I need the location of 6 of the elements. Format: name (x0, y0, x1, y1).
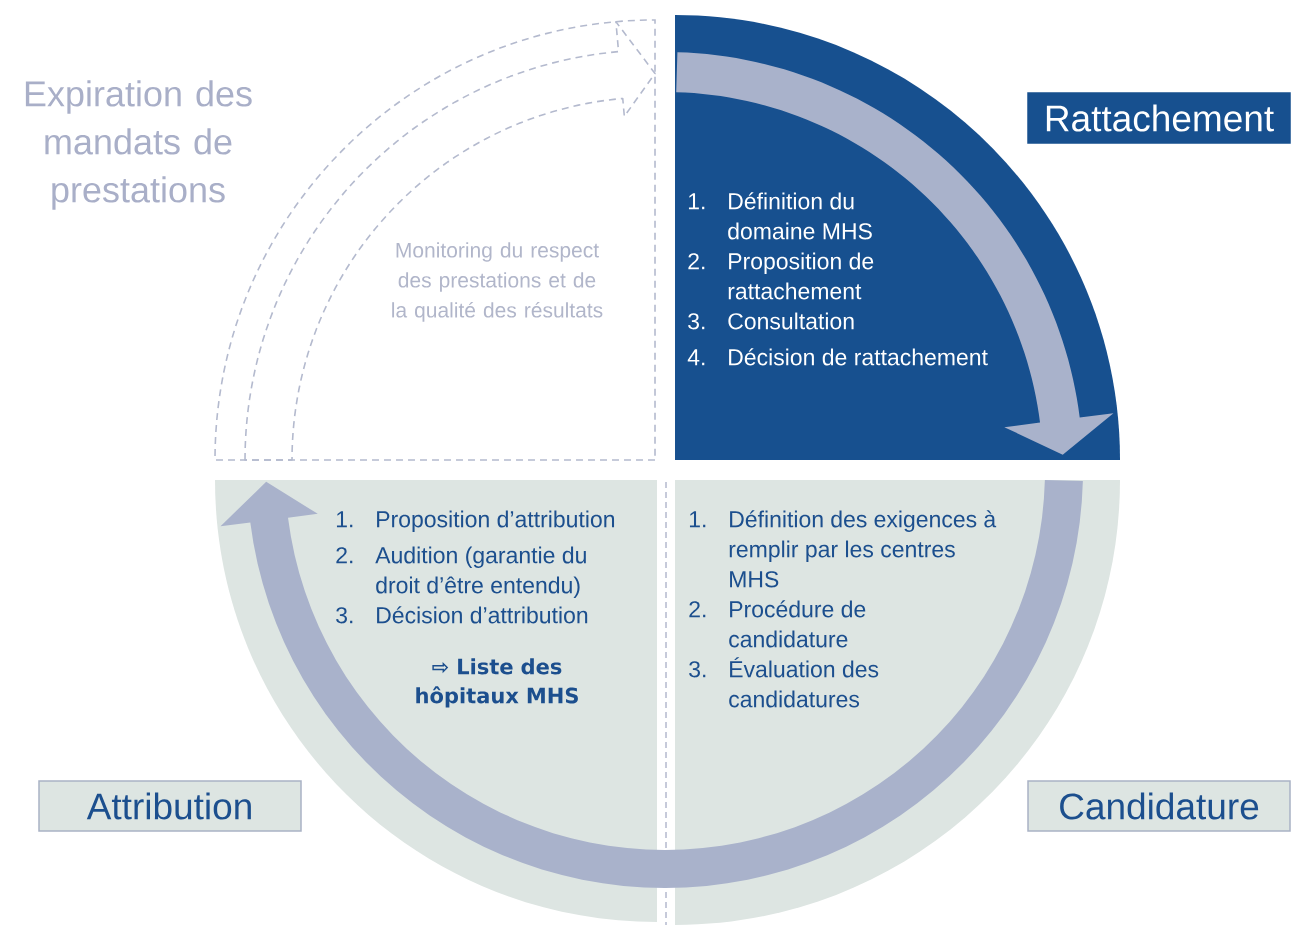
dashed-quadrant: Expiration des mandats de prestations Monitoring du respect des prestations et de la qualité des résultats (25, 19, 656, 461)
title-box: Rattachement (1027, 92, 1291, 144)
title-box: Attribution (38, 780, 302, 832)
title-box: Candidature (1027, 780, 1291, 832)
node-label: Expiration des mandats de prestations (25, 80, 252, 210)
cycle-arrow (220, 479, 1083, 888)
